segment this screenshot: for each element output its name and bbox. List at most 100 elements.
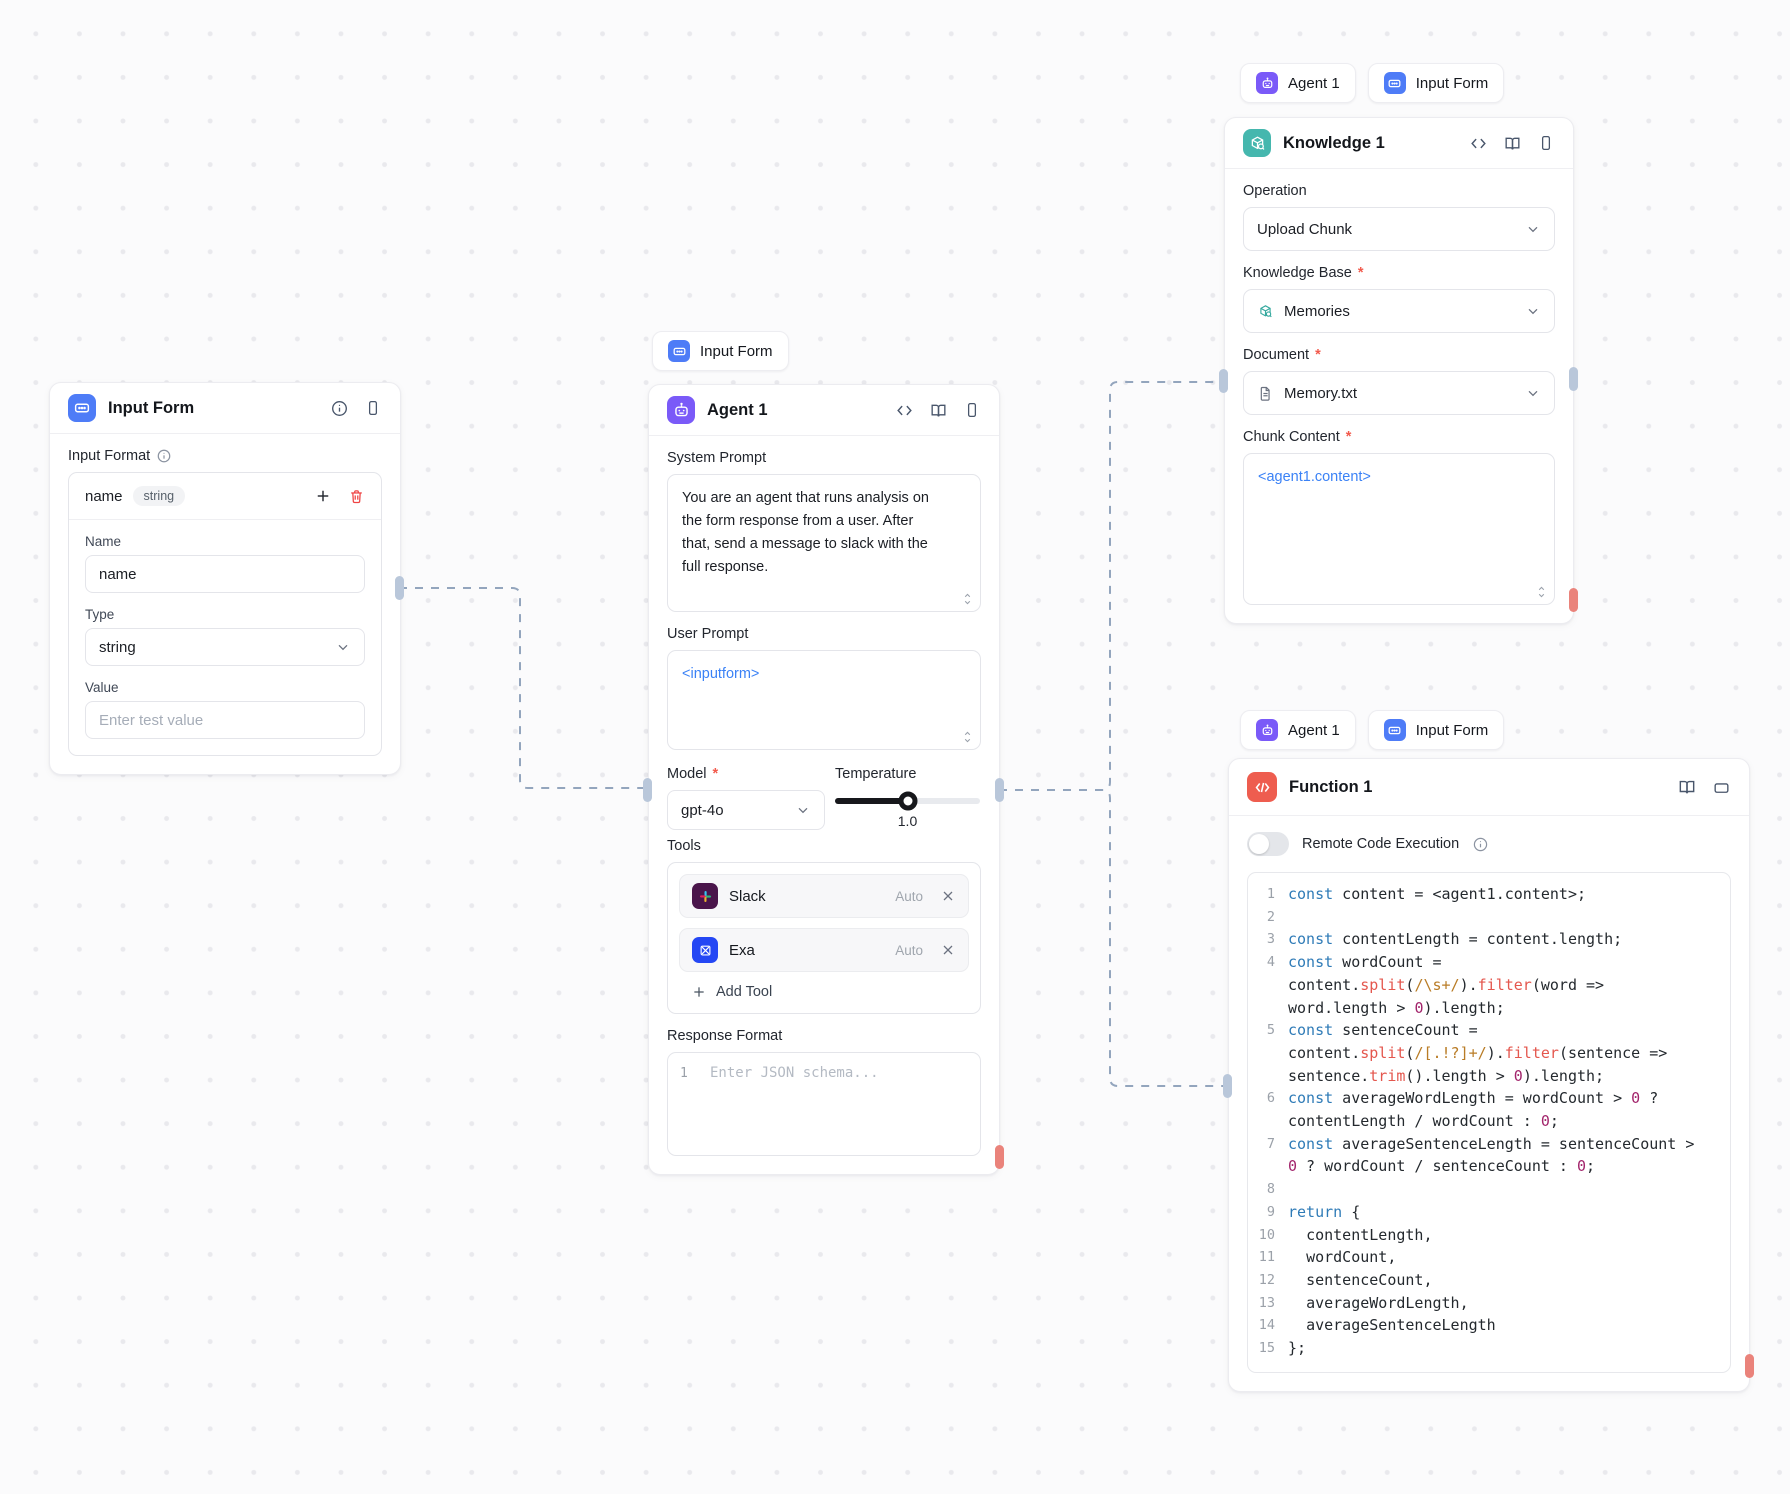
operation-label: Operation <box>1243 183 1307 199</box>
chunk-content-label: Chunk Content* <box>1243 429 1352 445</box>
docs-book-icon[interactable] <box>1677 777 1697 797</box>
document-select[interactable]: Memory.txt <box>1243 371 1555 415</box>
line-number: 1 <box>680 1066 688 1081</box>
value-input[interactable] <box>85 701 365 739</box>
response-format-label: Response Format <box>667 1028 783 1044</box>
chevron-down-icon <box>335 639 351 655</box>
remove-tool-icon[interactable] <box>940 942 956 958</box>
info-icon[interactable] <box>156 448 172 464</box>
value-input-field[interactable] <box>99 711 351 729</box>
port-knowledge-output-alert[interactable] <box>1569 588 1578 612</box>
chip-label: Agent 1 <box>1288 721 1340 739</box>
docs-book-icon[interactable] <box>1503 134 1522 153</box>
wire-agent-to-function <box>999 789 1225 1087</box>
user-prompt-label: User Prompt <box>667 626 749 642</box>
system-prompt-textarea[interactable]: You are an agent that runs analysis on t… <box>667 474 981 612</box>
port-agent-input[interactable] <box>643 778 652 802</box>
window-preview-icon[interactable] <box>1712 778 1731 797</box>
input-form-icon <box>68 394 96 422</box>
resize-grip-icon[interactable] <box>1536 585 1547 599</box>
resize-grip-icon[interactable] <box>962 592 973 606</box>
delete-field-icon[interactable] <box>348 488 365 505</box>
info-icon[interactable] <box>330 399 349 418</box>
code-line[interactable]: 11 wordCount, <box>1258 1248 1397 1267</box>
port-agent-output-alert[interactable] <box>995 1145 1004 1169</box>
remote-code-toggle[interactable] <box>1247 832 1289 856</box>
tool-name: Exa <box>729 941 755 959</box>
code-line[interactable]: 12 sentenceCount, <box>1258 1270 1433 1289</box>
code-line[interactable]: 8 <box>1266 1181 1275 1198</box>
phone-preview-icon[interactable] <box>963 401 981 419</box>
node-title: Function 1 <box>1289 777 1373 796</box>
docs-book-icon[interactable] <box>929 401 948 420</box>
wire-inputform-to-agent <box>399 587 645 789</box>
add-tool-button[interactable]: Add Tool <box>679 972 969 1002</box>
chip-input-form[interactable]: Input Form <box>652 331 789 371</box>
chip-input-form[interactable]: Input Form <box>1367 710 1505 750</box>
port-agent-output[interactable] <box>995 778 1004 802</box>
operation-select[interactable]: Upload Chunk <box>1243 207 1555 251</box>
code-line[interactable]: 13 averageWordLength, <box>1258 1293 1469 1312</box>
node-title: Agent 1 <box>707 400 768 419</box>
slider-knob[interactable] <box>898 791 917 811</box>
port-knowledge-input[interactable] <box>1219 369 1228 393</box>
memories-cube-icon <box>1257 303 1274 320</box>
chunk-content-textarea[interactable]: <agent1.content> <box>1243 453 1555 605</box>
chip-input-form[interactable]: Input Form <box>1367 63 1505 103</box>
port-function-output-alert[interactable] <box>1745 1354 1754 1378</box>
node-input-form[interactable]: Input Form Input Format name <box>49 382 401 775</box>
info-icon[interactable] <box>1472 836 1489 853</box>
model-select[interactable]: gpt-4o <box>667 790 825 830</box>
node-title: Input Form <box>108 398 195 417</box>
code-line[interactable]: 10 contentLength, <box>1258 1225 1433 1244</box>
node-agent-1[interactable]: Agent 1 System Prompt You are an agent t… <box>648 384 1000 1175</box>
type-select[interactable]: string <box>85 628 365 666</box>
code-line[interactable]: 2 <box>1266 908 1275 925</box>
code-view-icon[interactable] <box>895 401 914 420</box>
chip-agent-1[interactable]: Agent 1 <box>1240 63 1356 103</box>
tool-mode: Auto <box>895 942 923 958</box>
add-field-icon[interactable] <box>314 487 332 505</box>
knowledge-base-select[interactable]: Memories <box>1243 289 1555 333</box>
phone-preview-icon[interactable] <box>364 399 382 417</box>
name-input[interactable] <box>85 555 365 593</box>
chip-agent-1[interactable]: Agent 1 <box>1240 710 1356 750</box>
tools-list: Slack Auto Exa Auto <box>667 862 981 1014</box>
port-knowledge-output[interactable] <box>1569 367 1578 391</box>
name-input-field[interactable] <box>99 565 351 583</box>
tool-row-slack[interactable]: Slack Auto <box>679 874 969 918</box>
resize-grip-icon[interactable] <box>962 730 973 744</box>
remove-tool-icon[interactable] <box>940 888 956 904</box>
system-prompt-text: You are an agent that runs analysis on <box>682 490 929 506</box>
phone-preview-icon[interactable] <box>1537 134 1555 152</box>
response-format-editor[interactable]: 1 Enter JSON schema... <box>667 1052 981 1156</box>
chevron-down-icon <box>1525 385 1541 401</box>
system-prompt-label: System Prompt <box>667 450 767 466</box>
input-form-icon <box>668 340 690 362</box>
temperature-slider[interactable]: 1.0 <box>835 791 980 829</box>
node-header: Knowledge 1 <box>1225 118 1573 168</box>
breadcrumb-chips-agent: Input Form <box>652 331 789 371</box>
port-function-input[interactable] <box>1223 1074 1232 1098</box>
code-view-icon[interactable] <box>1469 134 1488 153</box>
user-prompt-variable: <inputform> <box>682 666 760 682</box>
tool-row-exa[interactable]: Exa Auto <box>679 928 969 972</box>
user-prompt-textarea[interactable]: <inputform> <box>667 650 981 750</box>
input-format-label: Input Format <box>68 448 382 464</box>
node-knowledge-1[interactable]: Knowledge 1 Operation Upload Chunk <box>1224 117 1574 624</box>
port-inputform-output[interactable] <box>395 576 404 600</box>
code-line[interactable]: 15}; <box>1258 1339 1307 1358</box>
value-label: Value <box>85 680 119 695</box>
code-line[interactable]: 14 averageSentenceLength <box>1258 1316 1496 1335</box>
